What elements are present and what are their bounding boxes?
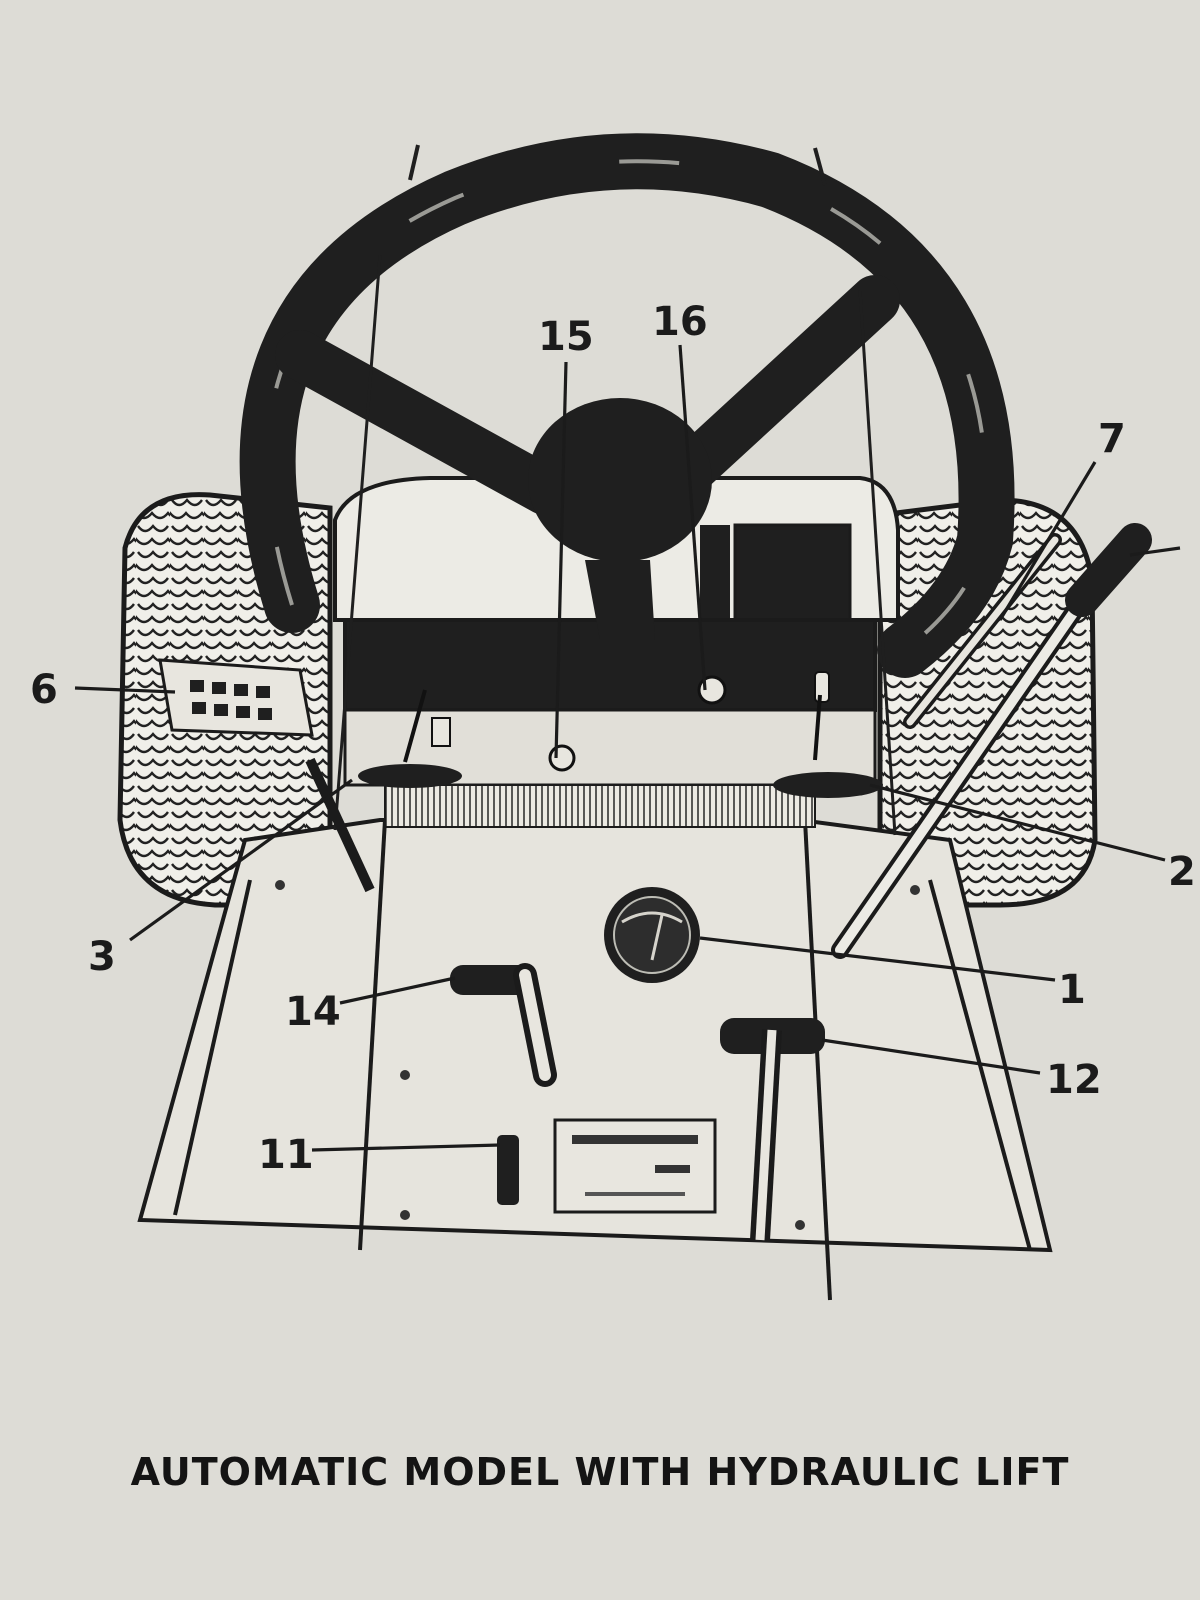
figure-caption: AUTOMATIC MODEL WITH HYDRAULIC LIFT xyxy=(130,1450,1070,1494)
leader-6 xyxy=(74,686,176,694)
control-levers xyxy=(450,963,825,1241)
decal-plate xyxy=(553,1118,717,1214)
leader-15 xyxy=(554,361,568,759)
tractor-body xyxy=(137,818,1053,1301)
callout-3: 3 xyxy=(88,934,116,980)
callout-2: 2 xyxy=(1168,849,1196,895)
callout-16: 16 xyxy=(652,299,708,345)
callout-6: 6 xyxy=(30,667,58,713)
callout-14: 14 xyxy=(285,989,341,1035)
callout-12: 12 xyxy=(1046,1057,1102,1103)
leader-3 xyxy=(129,778,353,942)
callout-11: 11 xyxy=(258,1132,314,1178)
leader-lines xyxy=(74,344,1181,1152)
leader-11 xyxy=(311,1143,501,1152)
leader-1 xyxy=(699,936,1056,982)
leader-2 xyxy=(869,783,1166,862)
callout-7: 7 xyxy=(1098,416,1126,462)
steering-wheel xyxy=(239,133,1015,836)
leader-12 xyxy=(821,1038,1041,1075)
gauge xyxy=(604,887,700,983)
leader-7 xyxy=(998,461,1097,621)
leader-16 xyxy=(678,344,707,691)
callout-15: 15 xyxy=(538,314,594,360)
leader-14 xyxy=(339,976,456,1005)
dashboard xyxy=(343,618,883,828)
callout-labels: 15 16 7 6 3 2 1 14 12 11 xyxy=(30,299,1196,1178)
brake-pedal xyxy=(158,658,375,893)
callout-1: 1 xyxy=(1058,967,1086,1013)
